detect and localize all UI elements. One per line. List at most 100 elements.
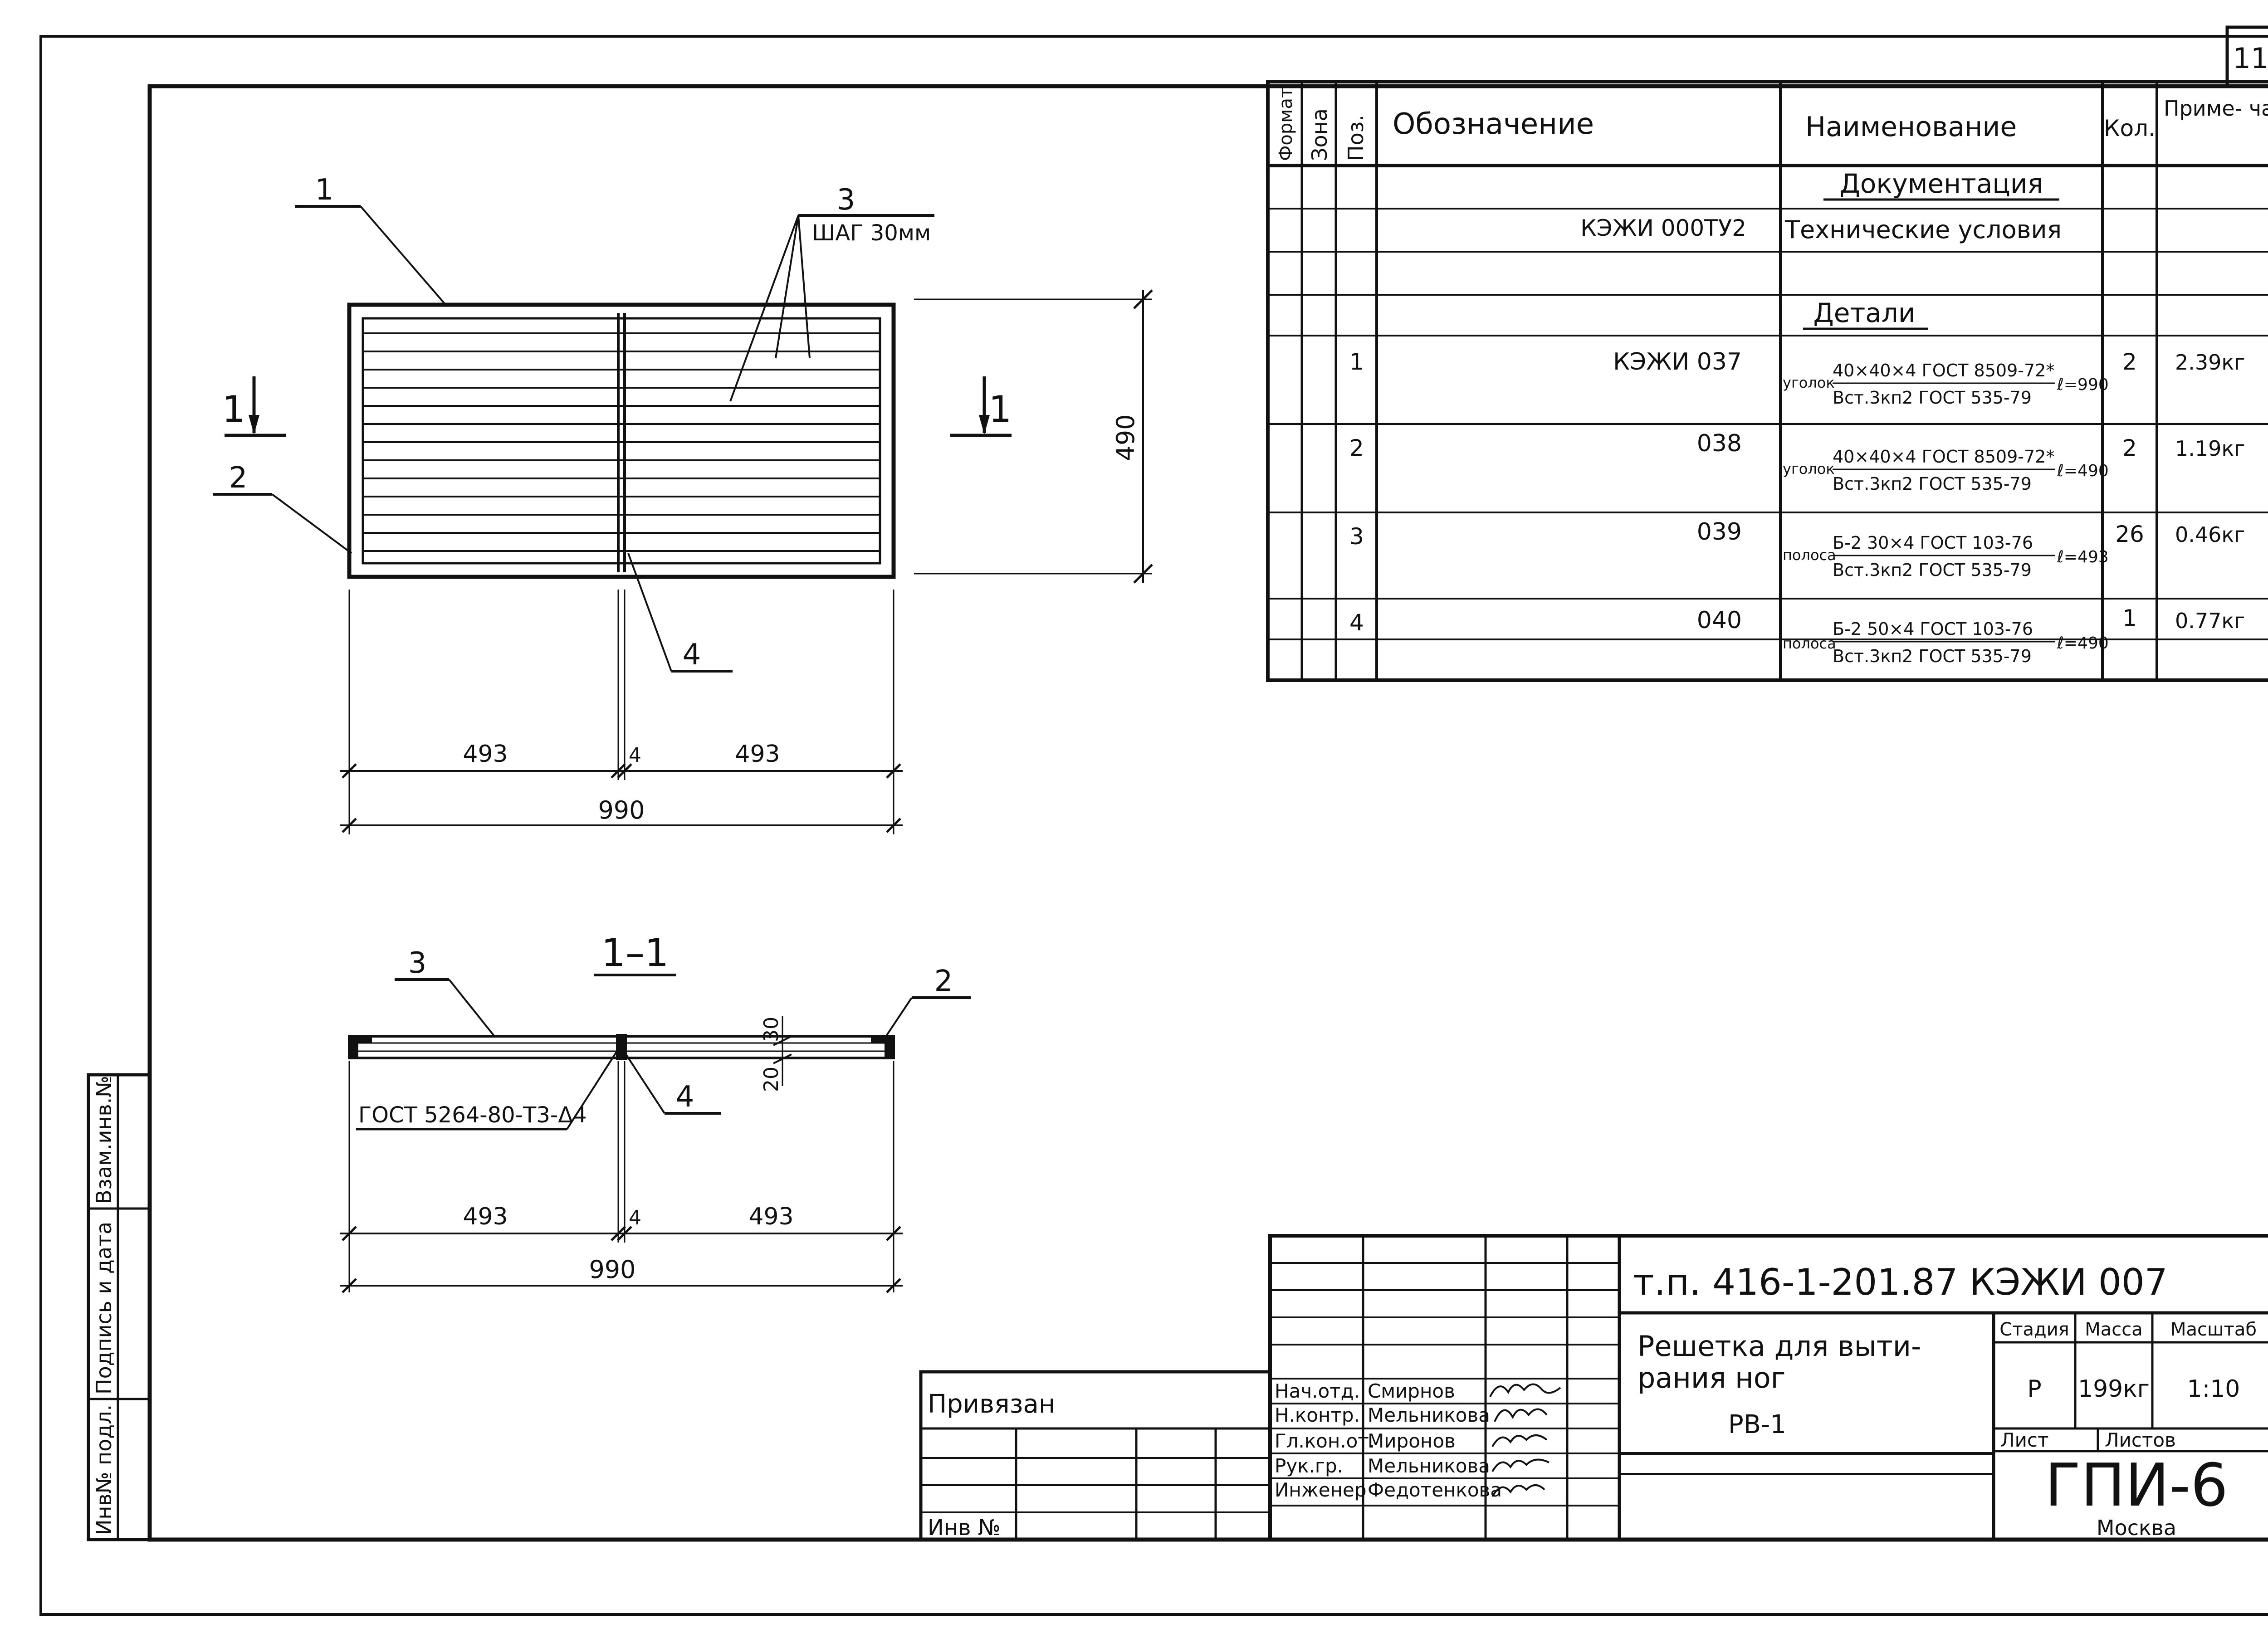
plan-dim-total: 990	[598, 796, 645, 824]
spec-header-pos: Поз.	[1344, 115, 1368, 161]
dim-height: 490	[914, 289, 1153, 584]
spec-row-denominator: Вст.3кп2 ГОСТ 535-79	[1833, 388, 2032, 408]
section-callout-2: 2	[934, 965, 953, 998]
spec-row-pos: 3	[1349, 523, 1364, 550]
spec-row-length: ℓ=490	[2057, 462, 2109, 480]
spec-row-designation: 040	[1697, 607, 1742, 634]
spec-row-designation: 039	[1697, 518, 1742, 546]
title-line-1: Решетка для выти-	[1637, 1330, 1921, 1363]
mass-value: 199кг	[2078, 1375, 2150, 1403]
spec-row-numerator: Б-2 30×4 ГОСТ 103-76	[1833, 533, 2033, 553]
spec-row-pos: 2	[1349, 435, 1364, 461]
plan-view: 1 3 ШАГ 30мм 2 4 1 1	[213, 173, 1153, 834]
spec-table: Формат Зона Поз. Обозначение Наименовани…	[1266, 80, 2268, 682]
inv-label: Инв №	[928, 1515, 1001, 1540]
section-callout-3: 3	[408, 946, 427, 980]
spec-header-name: Наименование	[1805, 111, 2017, 143]
spec-doc-designation: КЭЖИ 000ТУ2	[1580, 215, 1746, 241]
signature	[1489, 1383, 1561, 1397]
spec-part-row: 3 039 полоса Б-2 30×4 ГОСТ 103-76 Вст.3к…	[1349, 518, 2245, 580]
plan-callout-3: 3	[837, 183, 855, 217]
plan-callout-2: 2	[229, 461, 248, 495]
title-line-2: рания ног	[1637, 1361, 1785, 1394]
city-name: Москва	[2097, 1516, 2176, 1540]
signature	[1491, 1484, 1545, 1497]
scale-label: Масштаб	[2170, 1319, 2257, 1340]
signature	[1491, 1434, 1548, 1448]
signer-name: Миронов	[1368, 1430, 1456, 1452]
section-right-angle	[871, 1036, 894, 1058]
scale-value: 1:10	[2187, 1375, 2240, 1403]
signer-name: Мельникова	[1368, 1455, 1490, 1477]
section-callout-4: 4	[676, 1080, 694, 1114]
signer-role: Нач.отд.	[1275, 1380, 1360, 1402]
signer-row: Рук.гр. Мельникова	[1275, 1455, 1549, 1477]
spec-row-denominator: Вст.3кп2 ГОСТ 535-79	[1833, 474, 2032, 494]
section-dim-left: 493	[463, 1203, 508, 1230]
section-mark-right-label: 1	[989, 388, 1012, 430]
signature	[1491, 1458, 1549, 1472]
spec-part-row: 2 038 уголок 40×40×4 ГОСТ 8509-72* Вст.3…	[1349, 430, 2245, 494]
spec-section-docs: Документация	[1840, 168, 2043, 199]
linked-label: Привязан	[928, 1389, 1055, 1419]
section-mark-left-label: 1	[222, 388, 245, 430]
section-mark-right: 1	[950, 376, 1012, 437]
sheet-label: Лист	[2000, 1429, 2048, 1451]
title-line-3: РВ-1	[1728, 1410, 1786, 1439]
spec-part-row: 4 040 полоса Б-2 50×4 ГОСТ 103-76 Вст.3к…	[1349, 605, 2245, 666]
section-view: 1–1 3 2 4 ГОСТ 5264-80-Т3-Δ4 30 20	[340, 931, 971, 1293]
spec-row-denominator: Вст.3кп2 ГОСТ 535-79	[1833, 560, 2032, 580]
title-block: т.п. 416-1-201.87 КЭЖИ 007 Решетка для в…	[1268, 1234, 2268, 1541]
spec-row-qty: 26	[2115, 521, 2144, 547]
spec-row-prefix: уголок	[1783, 374, 1835, 391]
signer-role: Инженер	[1275, 1479, 1367, 1501]
plan-dims: 493 4 493 990	[340, 590, 903, 834]
spec-row-designation: 038	[1697, 430, 1742, 457]
section-weld-note: ГОСТ 5264-80-Т3-Δ4	[358, 1102, 587, 1128]
plan-dim-right: 493	[735, 741, 780, 768]
spec-row-numerator: Б-2 50×4 ГОСТ 103-76	[1833, 619, 2033, 639]
spec-header-qty: Кол.	[2104, 115, 2156, 141]
signer-role: Н.контр.	[1275, 1404, 1360, 1426]
spec-row-denominator: Вст.3кп2 ГОСТ 535-79	[1833, 646, 2032, 666]
spec-section-parts: Детали	[1813, 297, 1915, 328]
section-dim-right: 493	[748, 1203, 793, 1230]
sheet-number: 11	[2233, 42, 2268, 75]
side-stamp-vzam-inv: Взам.инв.№	[92, 1076, 116, 1204]
plan-dim-middle: 4	[629, 744, 641, 767]
spec-header-note: Приме- чание	[2164, 96, 2268, 121]
plan-callout-4: 4	[683, 638, 701, 672]
section-title: 1–1	[601, 931, 669, 975]
section-left-angle	[349, 1036, 372, 1058]
spec-header-designation: Обозначение	[1393, 107, 1594, 141]
spec-doc-name: Технические условия	[1784, 215, 2062, 244]
spec-row-designation: КЭЖИ 037	[1613, 348, 1742, 375]
side-stamp-inv-podl: Инв№ подл.	[92, 1404, 116, 1535]
spec-header-format: Формат	[1276, 88, 1296, 161]
signature	[1494, 1408, 1548, 1422]
signer-row: Инженер Федотенкова	[1275, 1479, 1545, 1501]
spec-header-note-text: Приме- чание	[2164, 96, 2268, 121]
signer-name: Федотенкова	[1368, 1479, 1502, 1501]
sheet-frame: 11	[39, 25, 2268, 1616]
sheets-label: Листов	[2105, 1429, 2176, 1451]
grating-outer-frame	[347, 302, 896, 579]
spec-row-qty: 2	[2122, 349, 2137, 375]
spec-row-numerator: 40×40×4 ГОСТ 8509-72*	[1833, 361, 2054, 380]
doc-code: т.п. 416-1-201.87 КЭЖИ 007	[1633, 1261, 2168, 1303]
spec-row-length: ℓ=990	[2057, 375, 2109, 394]
signer-name: Мельникова	[1368, 1404, 1490, 1426]
grating-inner-frame	[362, 317, 881, 565]
section-dim-20: 20	[760, 1067, 783, 1092]
mass-label: Масса	[2085, 1319, 2143, 1340]
signer-row: Нач.отд. Смирнов	[1275, 1380, 1561, 1402]
plan-callout-1: 1	[315, 173, 334, 207]
sheet-number-box	[2225, 25, 2268, 88]
plan-callout-3-note: ШАГ 30мм	[812, 220, 931, 246]
section-center-bar	[616, 1034, 627, 1060]
section-dim-30: 30	[760, 1017, 783, 1042]
spec-row-prefix: полоса	[1783, 635, 1836, 652]
side-stamp: Инв№ подл. Подпись и дата Взам.инв.№	[87, 1073, 152, 1541]
side-stamp-sign-date: Подпись и дата	[92, 1222, 116, 1394]
